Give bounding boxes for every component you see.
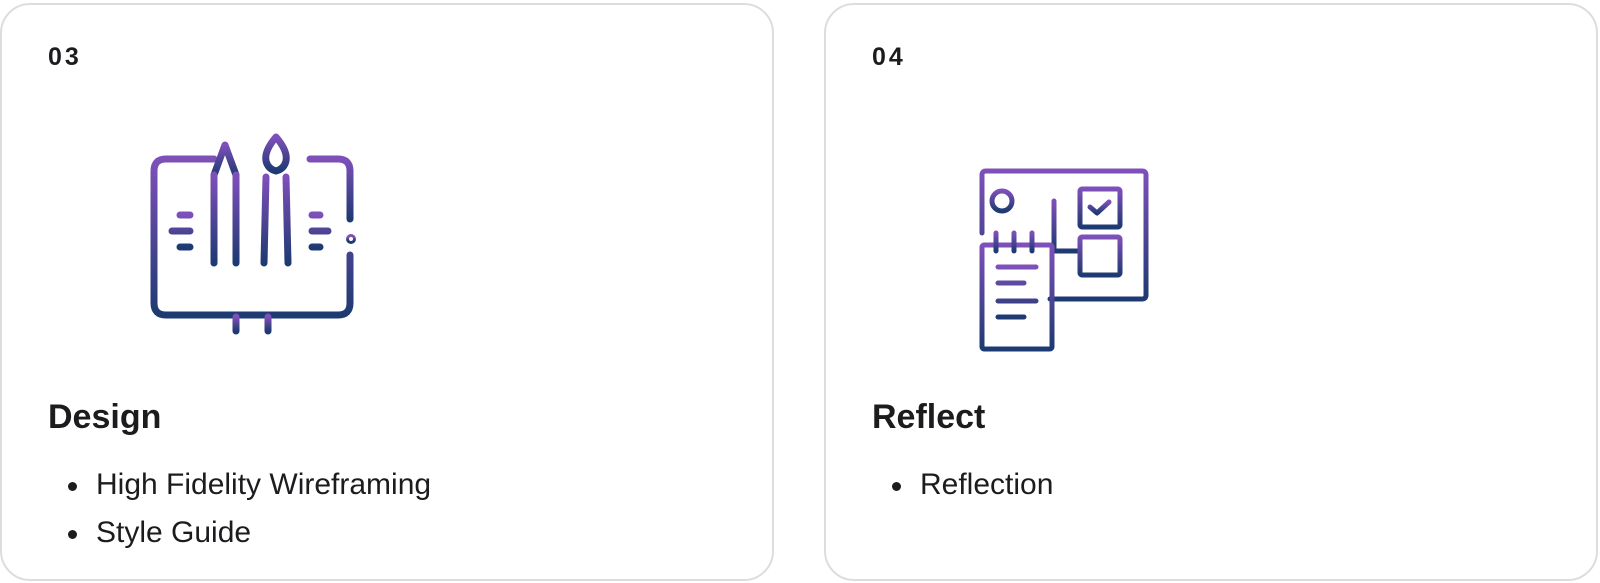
bullet-icon <box>68 482 77 491</box>
deliverables-list: Reflection <box>872 461 1053 509</box>
card-title: Reflect <box>872 398 986 436</box>
deliverables-list: High Fidelity Wireframing Style Guide <box>48 461 431 557</box>
list-item-label: High Fidelity Wireframing <box>96 468 432 501</box>
list-item: Reflection <box>872 461 1053 509</box>
process-card-design: 03 <box>0 3 774 581</box>
step-number: 03 <box>48 43 82 71</box>
bullet-icon <box>68 530 77 539</box>
bullet-icon <box>892 482 901 491</box>
card-title: Design <box>48 398 162 436</box>
monitor-notepad-flowchart-icon <box>979 168 1149 352</box>
list-item-label: Style Guide <box>96 516 252 549</box>
step-number: 04 <box>872 43 906 71</box>
list-item: High Fidelity Wireframing <box>48 461 431 509</box>
list-item: Style Guide <box>48 509 431 557</box>
list-item-label: Reflection <box>920 468 1054 501</box>
monitor-pen-brush-icon <box>150 131 356 336</box>
process-card-reflect: 04 Reflect Reflection <box>824 3 1598 581</box>
